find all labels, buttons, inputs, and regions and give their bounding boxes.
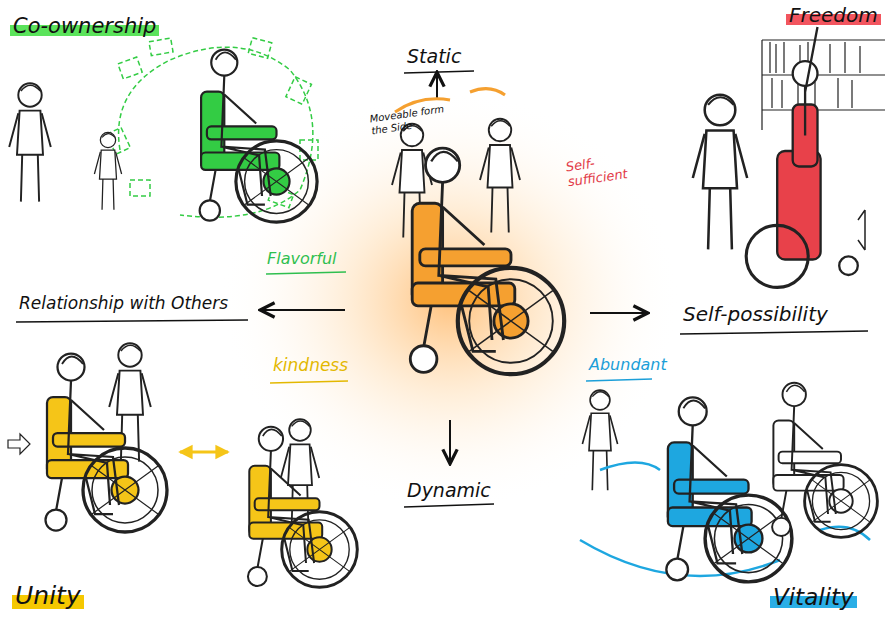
quadrant-title: Freedom	[786, 4, 881, 27]
axis-label: Dynamic	[404, 480, 494, 502]
axis-label: Relationship with Others	[16, 294, 231, 314]
quality-word: kindness	[270, 356, 351, 376]
quadrant-title: Vitality	[770, 584, 857, 610]
annotation-note: Moveable form the Side	[366, 102, 456, 137]
quality-word: Flavorful	[264, 250, 340, 268]
quadrant-title: Unity	[12, 582, 84, 611]
axis-label: Self-possibility	[680, 303, 831, 326]
quality-word: Self-sufficient	[562, 150, 643, 190]
quality-word: Abundant	[586, 356, 670, 374]
quadrant-title: Co-ownership	[10, 14, 159, 38]
axis-label: Static	[404, 46, 464, 68]
